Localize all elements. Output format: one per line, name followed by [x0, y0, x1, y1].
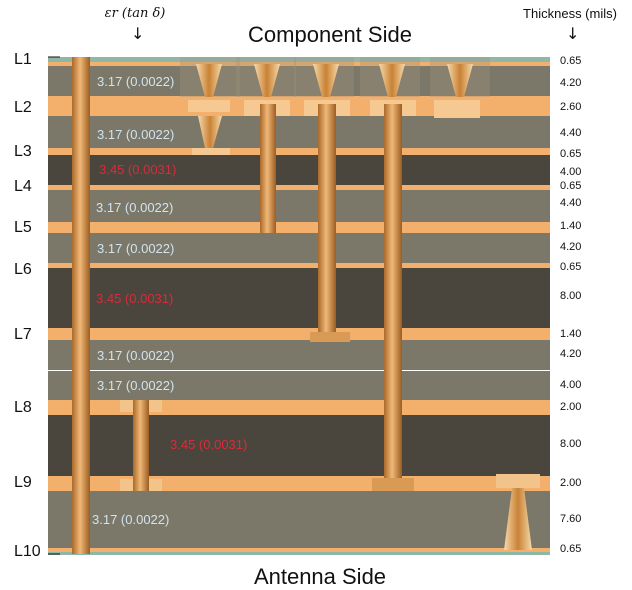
copper-l1 [48, 57, 550, 62]
thickness-value: 4.20 [560, 77, 582, 89]
component-side-title: Component Side [248, 22, 412, 47]
microvia-cone [447, 64, 473, 97]
thickness-value: 8.00 [560, 290, 582, 302]
microvia-cone [379, 64, 405, 97]
down-arrow-icon: ↓ [131, 24, 145, 43]
layer-label-l7: L7 [14, 326, 32, 343]
via-pad-l9 [372, 478, 414, 491]
copper-l7 [48, 328, 550, 340]
via-pad-l7 [310, 332, 350, 342]
copper-l9 [48, 476, 550, 491]
dielectric-label: 3.45 (0.0031) [99, 162, 177, 177]
thickness-value: 2.00 [560, 477, 582, 489]
copper-l10-finish [48, 552, 550, 555]
layer-label-l5: L5 [14, 219, 32, 236]
dielectric-label: 3.45 (0.0031) [96, 291, 174, 306]
thickness-value: 7.60 [560, 513, 582, 525]
layer-label-l4: L4 [14, 178, 32, 195]
thickness-value: 4.20 [560, 241, 582, 253]
layer-label-l1: L1 [14, 51, 32, 68]
permittivity-header: εr (tan δ) [104, 6, 166, 21]
thickness-value: 4.20 [560, 348, 582, 360]
buried-via-l8-l9 [133, 400, 149, 491]
layer-label-l2: L2 [14, 99, 32, 116]
dielectric-label: 3.45 (0.0031) [170, 437, 248, 452]
copper-l10 [48, 548, 550, 554]
thickness-value: 0.65 [560, 148, 582, 160]
layer-label-l8: L8 [14, 399, 32, 416]
dielectric-label: 3.17 (0.0022) [97, 378, 175, 393]
dielectric-layer-6 [48, 268, 550, 328]
dielectric-label: 3.17 (0.0022) [97, 74, 175, 89]
copper-l1-foil [48, 62, 550, 66]
buried-via-l2-l5 [260, 104, 276, 233]
copper-l8 [48, 400, 550, 415]
via-pad-l3 [192, 148, 230, 155]
dielectric-label: 3.17 (0.0022) [97, 127, 175, 142]
thickness-value: 1.40 [560, 328, 582, 340]
thickness-value: 0.65 [560, 180, 582, 192]
microvia-cone [254, 64, 280, 97]
dielectric-layer-7a [48, 340, 550, 370]
thickness-value: 8.00 [560, 438, 582, 450]
dielectric-layer-3 [48, 155, 550, 185]
layer-label-l10: L10 [14, 543, 41, 560]
dielectric-label: 3.17 (0.0022) [92, 512, 170, 527]
thickness-value: 4.00 [560, 379, 582, 391]
through-via [72, 57, 90, 554]
dielectric-layer-2 [48, 116, 550, 148]
via-pad-l9-bottom [496, 474, 540, 488]
thickness-value: 0.65 [560, 543, 582, 555]
thickness-value: 4.40 [560, 127, 582, 139]
buried-via-l2-l7 [318, 104, 336, 340]
thickness-header: Thickness (mils) [523, 6, 617, 21]
layer-label-l6: L6 [14, 261, 32, 278]
microvia-cone [313, 64, 339, 97]
microvia-cone-bottom [504, 488, 532, 550]
thickness-value: 0.65 [560, 55, 582, 67]
thickness-value: 0.65 [560, 261, 582, 273]
down-arrow-icon: ↓ [566, 24, 580, 43]
dielectric-layer-9 [48, 491, 550, 548]
thickness-value: 4.00 [560, 166, 582, 178]
layer-label-l9: L9 [14, 474, 32, 491]
antenna-side-title: Antenna Side [253, 564, 387, 589]
dielectric-label: 3.17 (0.0022) [96, 200, 174, 215]
copper-l2 [48, 96, 550, 116]
copper-l6 [48, 263, 550, 268]
microvia-cone [196, 64, 222, 97]
dielectric-label: 3.17 (0.0022) [97, 348, 175, 363]
thickness-value: 4.40 [560, 197, 582, 209]
microvia-cone [198, 116, 222, 148]
buried-via-l2-l9 [384, 104, 402, 491]
copper-l4 [48, 185, 550, 190]
thickness-value: 2.00 [560, 401, 582, 413]
thickness-value: 1.40 [560, 220, 582, 232]
dielectric-layer-4 [48, 190, 550, 222]
thickness-value: 2.60 [560, 101, 582, 113]
via-pad-l2 [188, 100, 230, 112]
layer-label-l3: L3 [14, 143, 32, 160]
via-pad-l2 [434, 100, 480, 118]
dielectric-label: 3.17 (0.0022) [97, 241, 175, 256]
copper-l3 [48, 148, 550, 155]
dielectric-layer-7b [48, 371, 550, 400]
dielectric-layer-8 [48, 415, 550, 476]
dielectric-layer-5 [48, 233, 550, 263]
copper-l5 [48, 222, 550, 233]
